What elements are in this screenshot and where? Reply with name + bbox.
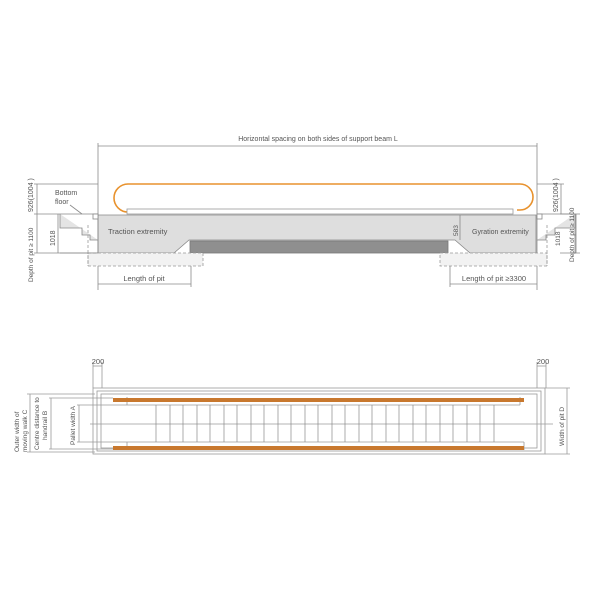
dim-1018-left: 1018 — [50, 230, 57, 246]
pallet-width-label: Pallet width A — [70, 405, 77, 445]
dim-200-left: 200 — [92, 357, 105, 366]
outer-width-label-1: Outer width of — [14, 411, 21, 452]
centre-distance-label-1: Centre distance to — [34, 397, 41, 450]
plan-view — [27, 362, 570, 455]
bottom-floor-label-2: floor — [55, 199, 69, 206]
outer-width-label-2: moving walk C — [22, 409, 29, 452]
pit-depth-right: Depth of pit ≥ 1100 — [569, 207, 576, 262]
pit-depth-left: Depth of pit ≥ 1100 — [28, 227, 35, 282]
dim-200-right: 200 — [537, 357, 550, 366]
width-of-pit-label: Width of pit D — [559, 407, 566, 446]
gyration-extremity-label: Gyration extremity — [472, 229, 529, 236]
centre-distance-label-2: handrail B — [42, 411, 49, 440]
pallet-lines — [155, 405, 495, 442]
plan-labels: 200 200 Outer width of moving walk C Cen… — [14, 357, 566, 452]
elevation-view — [34, 143, 580, 290]
dim-1018-right: 1018 — [555, 231, 562, 246]
bottom-floor-label-1: Bottom — [55, 190, 77, 197]
handrail-top — [113, 398, 524, 402]
height-926-right: 926(1004 ) — [553, 178, 560, 212]
traction-extremity-label: Traction extremity — [108, 227, 168, 236]
length-of-pit-label: Length of pit — [123, 274, 165, 283]
plan-handrails — [113, 398, 524, 450]
dim-583: 583 — [453, 225, 460, 236]
handrail-bottom — [113, 446, 524, 450]
dim-L-label: Horizontal spacing on both sides of supp… — [238, 136, 398, 143]
height-926-left: 926(1004 ) — [28, 178, 35, 212]
length-of-pit-3300-label: Length of pit ≥3300 — [462, 274, 526, 283]
elevation-labels: Horizontal spacing on both sides of supp… — [28, 136, 576, 283]
